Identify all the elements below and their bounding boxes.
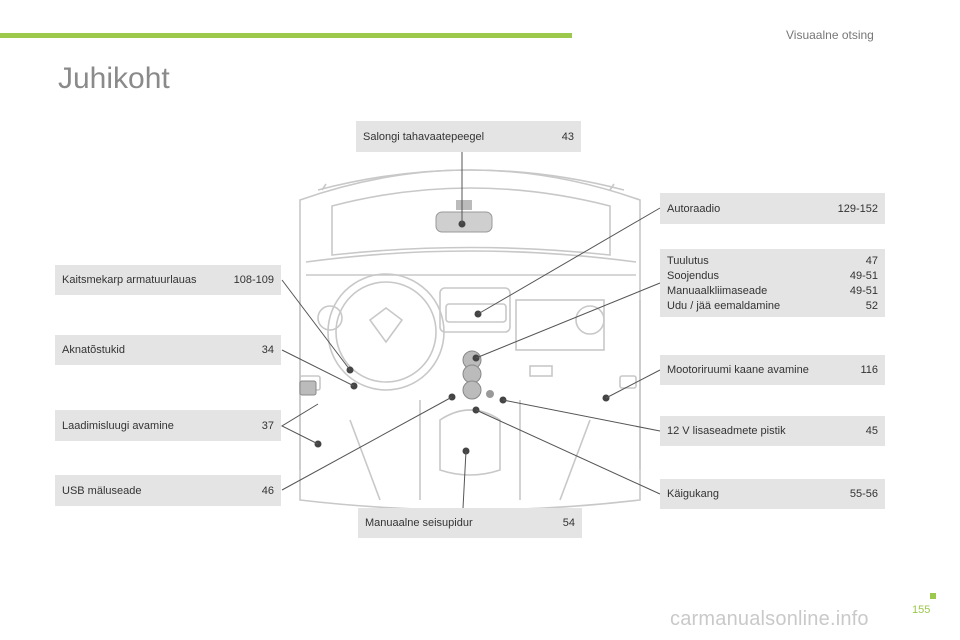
label-socket-page: 45 xyxy=(865,425,878,437)
label-climate: Tuulutus 47 Soojendus 49-51 Manuaalkliim… xyxy=(660,249,885,317)
label-mirror-page: 43 xyxy=(561,130,574,143)
label-gear: Käigukang 55-56 xyxy=(660,479,885,509)
climate-row: Udu / jää eemaldamine 52 xyxy=(667,299,878,314)
label-fuse-box: Kaitsmekarp armatuurlauas 108-109 xyxy=(55,265,281,295)
climate-row-page: 47 xyxy=(865,255,878,267)
label-trunk: Laadimisluugi avamine 37 xyxy=(55,410,281,441)
climate-row-page: 52 xyxy=(865,300,878,312)
label-handbrake-text: Manuaalne seisupidur xyxy=(365,517,473,529)
label-usb-page: 46 xyxy=(261,484,274,497)
label-bonnet: Mootoriruumi kaane avamine 116 xyxy=(660,355,885,385)
label-window: Aknatõstukid 34 xyxy=(55,335,281,365)
label-mirror-text: Salongi tahavaatepeegel xyxy=(363,130,485,143)
label-radio: Autoraadio 129-152 xyxy=(660,193,885,224)
label-radio-text: Autoraadio xyxy=(667,202,721,215)
climate-row-page: 49-51 xyxy=(849,285,878,297)
label-socket-text: 12 V lisaseadmete pistik xyxy=(667,425,786,437)
label-trunk-text: Laadimisluugi avamine xyxy=(62,419,174,432)
footer-accent-square xyxy=(930,593,936,599)
leader-lines xyxy=(280,152,661,509)
window-switch-shape xyxy=(299,380,317,396)
label-mirror: Salongi tahavaatepeegel 43 xyxy=(356,121,581,152)
label-fuse-page: 108-109 xyxy=(233,274,274,286)
label-gear-page: 55-56 xyxy=(849,488,878,500)
page-number: 155 xyxy=(912,604,931,616)
label-handbrake-page: 54 xyxy=(562,517,575,529)
climate-row: Tuulutus 47 xyxy=(667,254,878,269)
label-usb: USB mäluseade 46 xyxy=(55,475,281,506)
page-title: Juhikoht xyxy=(58,62,170,95)
label-usb-text: USB mäluseade xyxy=(62,484,142,497)
watermark: carmanualsonline.info xyxy=(670,608,869,630)
label-fuse-text: Kaitsmekarp armatuurlauas xyxy=(62,274,197,286)
climate-row-label: Udu / jää eemaldamine xyxy=(667,300,781,312)
climate-row-label: Manuaalkliimaseade xyxy=(667,285,768,297)
label-trunk-page: 37 xyxy=(261,419,274,432)
label-window-page: 34 xyxy=(261,344,274,356)
climate-row-label: Soojendus xyxy=(667,270,719,282)
climate-row: Soojendus 49-51 xyxy=(667,269,878,284)
label-socket: 12 V lisaseadmete pistik 45 xyxy=(660,416,885,446)
mirror-shape xyxy=(435,200,493,233)
label-handbrake: Manuaalne seisupidur 54 xyxy=(358,508,582,538)
label-bonnet-page: 116 xyxy=(860,364,878,376)
car-interior-outline xyxy=(299,169,641,511)
header-accent-bar xyxy=(0,33,572,38)
section-title: Visuaalne otsing xyxy=(786,28,874,42)
label-gear-text: Käigukang xyxy=(667,488,719,500)
climate-row-label: Tuulutus xyxy=(667,255,709,267)
label-bonnet-text: Mootoriruumi kaane avamine xyxy=(667,364,809,376)
climate-row-page: 49-51 xyxy=(849,270,878,282)
label-window-text: Aknatõstukid xyxy=(62,344,125,356)
label-radio-page: 129-152 xyxy=(837,202,878,215)
climate-row: Manuaalkliimaseade 49-51 xyxy=(667,284,878,299)
